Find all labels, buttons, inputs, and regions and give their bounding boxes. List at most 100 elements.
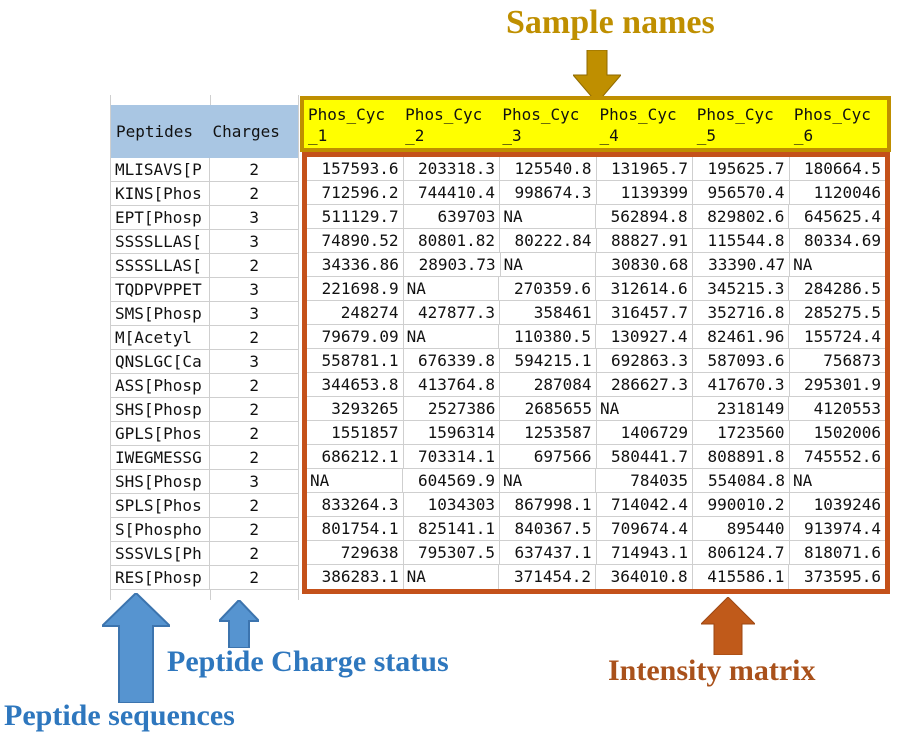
intensity-cell[interactable]: 79679.09 [307, 325, 404, 348]
charges-column-header[interactable]: Charges [212, 122, 280, 141]
intensity-cell[interactable]: 703314.1 [404, 445, 500, 468]
intensity-cell[interactable]: 130927.4 [596, 325, 693, 348]
intensity-cell[interactable]: 371454.2 [499, 565, 597, 589]
intensity-cell[interactable]: 1723560 [693, 421, 790, 444]
intensity-cell[interactable]: 415586.1 [693, 565, 790, 589]
intensity-cell[interactable]: 88827.91 [597, 229, 693, 252]
intensity-cell[interactable]: 829802.6 [693, 205, 790, 228]
intensity-cell[interactable]: 28903.73 [404, 253, 501, 276]
intensity-cell[interactable]: 639703 [404, 205, 501, 228]
peptide-cell[interactable]: MLISAVS[P [111, 158, 211, 181]
peptide-cell[interactable]: SSSVLS[Ph [111, 542, 211, 565]
intensity-cell[interactable]: 364010.8 [596, 565, 693, 589]
intensity-cell[interactable]: 714943.1 [597, 541, 693, 564]
intensity-cell[interactable]: NA [501, 253, 597, 276]
peptide-cell[interactable]: EPT[Phosp [111, 206, 211, 229]
intensity-cell[interactable]: 110380.5 [499, 325, 597, 348]
peptide-cell[interactable]: S[Phospho [111, 518, 211, 541]
intensity-cell[interactable]: 697566 [500, 445, 597, 468]
intensity-cell[interactable]: 312614.6 [596, 277, 693, 300]
charge-cell[interactable]: 2 [249, 376, 260, 395]
intensity-cell[interactable]: 686212.1 [307, 445, 404, 468]
intensity-cell[interactable]: 712596.2 [307, 181, 404, 204]
intensity-cell[interactable]: 818071.6 [803, 543, 881, 562]
peptide-cell[interactable]: SMS[Phosp [111, 302, 211, 325]
intensity-cell[interactable]: 413764.8 [404, 373, 500, 396]
intensity-cell[interactable]: 956570.4 [693, 181, 790, 204]
intensity-cell[interactable]: NA [404, 277, 500, 300]
intensity-cell[interactable]: 1039246 [813, 495, 881, 514]
intensity-cell[interactable]: 74890.52 [307, 229, 404, 252]
peptide-cell[interactable]: RES[Phosp [111, 566, 211, 589]
intensity-cell[interactable]: 833264.3 [307, 493, 404, 516]
intensity-cell[interactable]: 80334.69 [803, 231, 881, 250]
charge-cell[interactable]: 2 [249, 544, 260, 563]
intensity-cell[interactable]: 511129.7 [307, 205, 404, 228]
peptide-cell[interactable]: SPLS[Phos [111, 494, 211, 517]
intensity-cell[interactable]: 808891.8 [693, 445, 790, 468]
intensity-cell[interactable]: 82461.96 [693, 325, 790, 348]
intensity-cell[interactable]: 1502006 [813, 423, 881, 442]
peptide-cell[interactable]: ASS[Phosp [111, 374, 211, 397]
intensity-cell[interactable]: 840367.5 [500, 517, 597, 540]
intensity-cell[interactable]: 3293265 [307, 397, 404, 420]
intensity-cell[interactable]: 867998.1 [500, 493, 597, 516]
peptide-cell[interactable]: TQDPVPPET [111, 278, 211, 301]
intensity-cell[interactable]: 4120553 [813, 399, 882, 418]
intensity-cell[interactable]: 676339.8 [404, 349, 500, 372]
intensity-cell[interactable]: 1406729 [597, 421, 693, 444]
sample-column-header[interactable]: Phos_Cyc_3 [502, 105, 580, 145]
intensity-cell[interactable]: 344653.8 [307, 373, 404, 396]
intensity-cell[interactable]: 285275.5 [803, 303, 881, 322]
peptide-cell[interactable]: QNSLGC[Ca [111, 350, 211, 373]
peptide-cell[interactable]: IWEGMESSG [111, 446, 211, 469]
intensity-cell[interactable]: 316457.7 [597, 301, 693, 324]
intensity-cell[interactable]: 287084 [500, 373, 597, 396]
peptide-cell[interactable]: M[Acetyl [111, 326, 211, 349]
sample-column-header[interactable]: Phos_Cyc_4 [599, 105, 677, 145]
charge-cell[interactable]: 2 [249, 520, 260, 539]
intensity-cell[interactable]: 417670.3 [693, 373, 790, 396]
peptides-column-header[interactable]: Peptides [116, 122, 194, 141]
intensity-cell[interactable]: 587093.6 [693, 349, 790, 372]
charge-cell[interactable]: 2 [249, 328, 260, 347]
intensity-cell[interactable]: 745552.6 [803, 447, 881, 466]
peptide-cell[interactable]: SSSSLLAS[ [111, 230, 211, 253]
intensity-cell[interactable]: 131965.7 [597, 157, 693, 180]
charge-cell[interactable]: 2 [249, 424, 260, 443]
intensity-cell[interactable]: 373595.6 [803, 567, 882, 586]
intensity-cell[interactable]: 295301.9 [803, 375, 881, 394]
intensity-cell[interactable]: 1139399 [597, 181, 693, 204]
intensity-cell[interactable]: NA [307, 469, 403, 492]
intensity-cell[interactable]: 913974.4 [803, 519, 881, 538]
intensity-cell[interactable]: 1034303 [404, 493, 500, 516]
intensity-cell[interactable]: 180664.5 [803, 159, 881, 178]
sample-column-header[interactable]: Phos_Cyc_5 [696, 105, 774, 145]
intensity-cell[interactable]: 30830.68 [596, 253, 694, 276]
intensity-cell[interactable]: 1253587 [500, 421, 597, 444]
intensity-cell[interactable]: NA [404, 565, 500, 589]
intensity-cell[interactable]: 692863.3 [597, 349, 693, 372]
intensity-cell[interactable]: 80801.82 [404, 229, 500, 252]
charge-cell[interactable]: 2 [249, 256, 260, 275]
intensity-cell[interactable]: 744410.4 [404, 181, 500, 204]
intensity-cell[interactable]: 729638 [307, 541, 404, 564]
intensity-cell[interactable]: 604569.9 [403, 469, 500, 492]
sample-column-header[interactable]: Phos_Cyc_1 [308, 105, 386, 145]
charge-cell[interactable]: 3 [249, 208, 260, 227]
intensity-cell[interactable]: 221698.9 [307, 277, 404, 300]
charge-cell[interactable]: 2 [249, 184, 260, 203]
intensity-cell[interactable]: 825141.1 [404, 517, 500, 540]
charge-cell[interactable]: 3 [249, 472, 260, 491]
intensity-cell[interactable]: NA [597, 397, 693, 420]
intensity-cell[interactable]: 709674.4 [597, 517, 693, 540]
intensity-cell[interactable]: 358461 [500, 301, 597, 324]
intensity-cell[interactable]: 125540.8 [500, 157, 597, 180]
intensity-cell[interactable]: 795307.5 [404, 541, 500, 564]
intensity-cell[interactable]: 998674.3 [500, 181, 597, 204]
intensity-cell[interactable]: NA [793, 471, 813, 490]
intensity-cell[interactable]: 1551857 [307, 421, 404, 444]
intensity-cell[interactable]: 580441.7 [597, 445, 693, 468]
charge-cell[interactable]: 2 [249, 568, 260, 587]
intensity-cell[interactable]: 2527386 [404, 397, 501, 420]
